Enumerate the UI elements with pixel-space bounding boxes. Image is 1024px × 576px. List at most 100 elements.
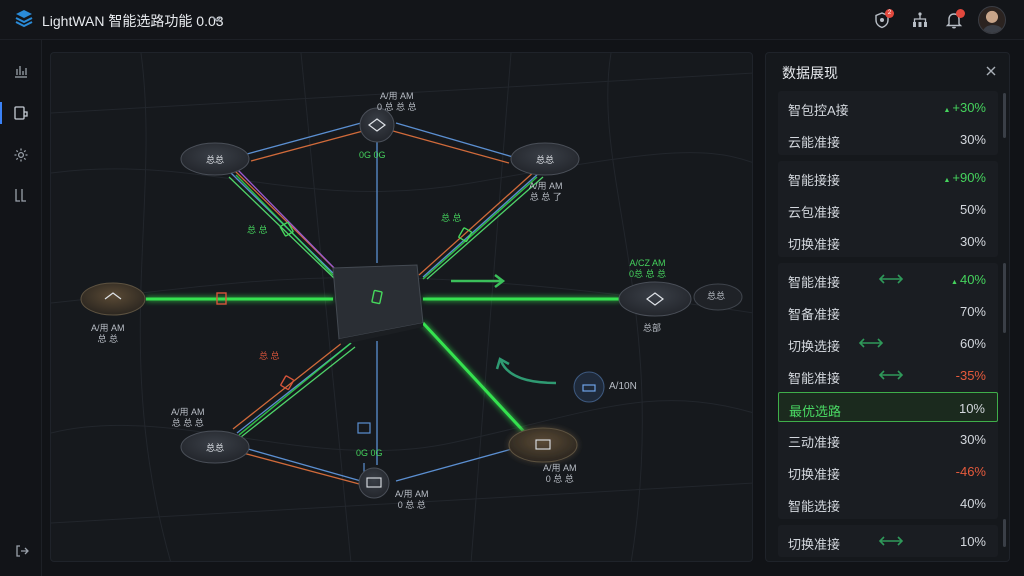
link-label: 总 总 bbox=[259, 351, 280, 361]
swap-arrows-icon bbox=[858, 338, 884, 348]
panel-title: 数据展现 bbox=[782, 65, 838, 81]
stats-row[interactable]: 智能准接-35% bbox=[778, 360, 998, 390]
stats-row-value: -46% bbox=[955, 464, 986, 479]
nav-logs[interactable] bbox=[0, 178, 42, 212]
scrollbar-thumb[interactable] bbox=[1003, 263, 1006, 333]
left-nav-rail bbox=[0, 40, 42, 576]
trend-up-icon: ▲ bbox=[943, 107, 951, 114]
stats-row-value: 30% bbox=[959, 234, 986, 249]
core-switch[interactable] bbox=[332, 264, 424, 345]
scrollbar-thumb[interactable] bbox=[1003, 519, 1006, 547]
node-bottom-right[interactable] bbox=[508, 427, 578, 463]
stats-row[interactable]: 切换准接 30% bbox=[778, 226, 998, 256]
stats-row-value: 70% bbox=[959, 304, 986, 319]
stats-row-value: 30% bbox=[959, 132, 986, 147]
optimal-route bbox=[146, 297, 621, 439]
node-right[interactable] bbox=[618, 281, 692, 317]
settings-icon bbox=[14, 148, 28, 162]
logo-icon bbox=[15, 10, 33, 28]
topology-canvas[interactable]: 总总 总总 总总 bbox=[50, 52, 753, 562]
stats-row[interactable]: 切换选接 60% bbox=[778, 328, 998, 358]
stats-row[interactable]: 切换准接-46% bbox=[778, 456, 998, 486]
node-top-left[interactable]: 总总 bbox=[180, 142, 250, 176]
nav-topology[interactable] bbox=[0, 96, 42, 130]
chevron-down-icon[interactable] bbox=[210, 12, 224, 26]
stats-row-label: 最优选路 bbox=[789, 404, 842, 419]
stats-row[interactable]: 智包控A接 ▲+30% bbox=[778, 92, 998, 122]
trend-up-icon: ▲ bbox=[951, 279, 958, 286]
stats-row-value: 40% bbox=[959, 496, 986, 511]
user-avatar[interactable] bbox=[978, 6, 1006, 34]
trend-up-icon: ▲ bbox=[943, 177, 951, 184]
node-sublabel-bottom: 0G 0G bbox=[356, 448, 383, 458]
stats-row-label: 云能准接 bbox=[788, 135, 841, 150]
stats-row-label: 三动准接 bbox=[788, 435, 841, 450]
close-icon[interactable] bbox=[983, 63, 999, 79]
stats-row-label: 云包准接 bbox=[788, 205, 841, 220]
stats-group: 智包控A接 ▲+30% 云能准接 30% bbox=[778, 91, 998, 155]
node-sublabel-top: 0G 0G bbox=[359, 150, 386, 160]
stats-row-label: 智包控A接 bbox=[788, 103, 849, 118]
stats-row-value: 10% bbox=[959, 534, 986, 549]
top-bar: LightWAN 智能选路功能 0.03 2 bbox=[0, 0, 1024, 40]
scrollbar-thumb[interactable] bbox=[1003, 93, 1006, 138]
stats-row-value: 60% bbox=[959, 336, 986, 351]
nav-dashboard[interactable] bbox=[0, 54, 42, 88]
node-bottom-left[interactable]: 总总 bbox=[180, 430, 250, 464]
stats-row-label: 切换选接 bbox=[788, 339, 841, 354]
svg-text:总总: 总总 bbox=[206, 442, 224, 454]
node-right-tag[interactable] bbox=[693, 283, 743, 311]
stats-row-value: ▲+30% bbox=[943, 100, 986, 115]
notification-badge: 2 bbox=[885, 9, 894, 18]
network-icon[interactable] bbox=[910, 10, 930, 30]
chart-icon bbox=[15, 66, 27, 78]
node-bottom[interactable] bbox=[358, 467, 390, 499]
link-lock-icon bbox=[280, 375, 295, 391]
swap-arrows-icon bbox=[878, 274, 904, 284]
bell-icon[interactable] bbox=[944, 10, 964, 30]
node-left[interactable] bbox=[80, 282, 146, 316]
stats-row-label: 智能接接 bbox=[788, 173, 841, 188]
stats-row[interactable]: 云能准接 30% bbox=[778, 124, 998, 154]
stats-row-label: 切换准接 bbox=[788, 237, 841, 252]
stats-row-label: 切换准接 bbox=[788, 537, 841, 552]
app-title: LightWAN 智能选路功能 0.03 bbox=[42, 13, 224, 29]
stats-row[interactable]: 智能准接▲40% bbox=[778, 264, 998, 294]
svg-text:总总: 总总 bbox=[206, 154, 224, 166]
stats-group: 切换准接 10% bbox=[778, 525, 998, 557]
nav-settings[interactable] bbox=[0, 138, 42, 172]
stats-row[interactable]: 切换准接 10% bbox=[778, 526, 998, 556]
topology-icon bbox=[14, 106, 28, 120]
topology-map: 总总 总总 总总 bbox=[51, 53, 752, 561]
link-lock-icon bbox=[279, 221, 294, 237]
link-lock-icon bbox=[458, 227, 473, 243]
flow-arrows bbox=[451, 274, 506, 288]
node-top-right[interactable]: 总总 bbox=[510, 142, 580, 176]
shield-alert-icon[interactable] bbox=[872, 10, 892, 30]
link-lock-icon bbox=[357, 422, 371, 434]
node-station[interactable] bbox=[573, 371, 605, 403]
logout-icon[interactable] bbox=[14, 543, 30, 559]
stats-row-value: 30% bbox=[959, 432, 986, 447]
node-label-right-tag: 总总 bbox=[707, 291, 726, 301]
stats-row[interactable]: 三动准接 30% bbox=[778, 424, 998, 454]
map-background bbox=[51, 53, 752, 561]
links bbox=[146, 122, 544, 486]
stats-row[interactable]: 智能接接▲+90% bbox=[778, 162, 998, 192]
node-top[interactable] bbox=[359, 107, 395, 143]
swap-arrows-icon bbox=[878, 370, 904, 380]
stats-row-value: ▲40% bbox=[951, 272, 986, 287]
